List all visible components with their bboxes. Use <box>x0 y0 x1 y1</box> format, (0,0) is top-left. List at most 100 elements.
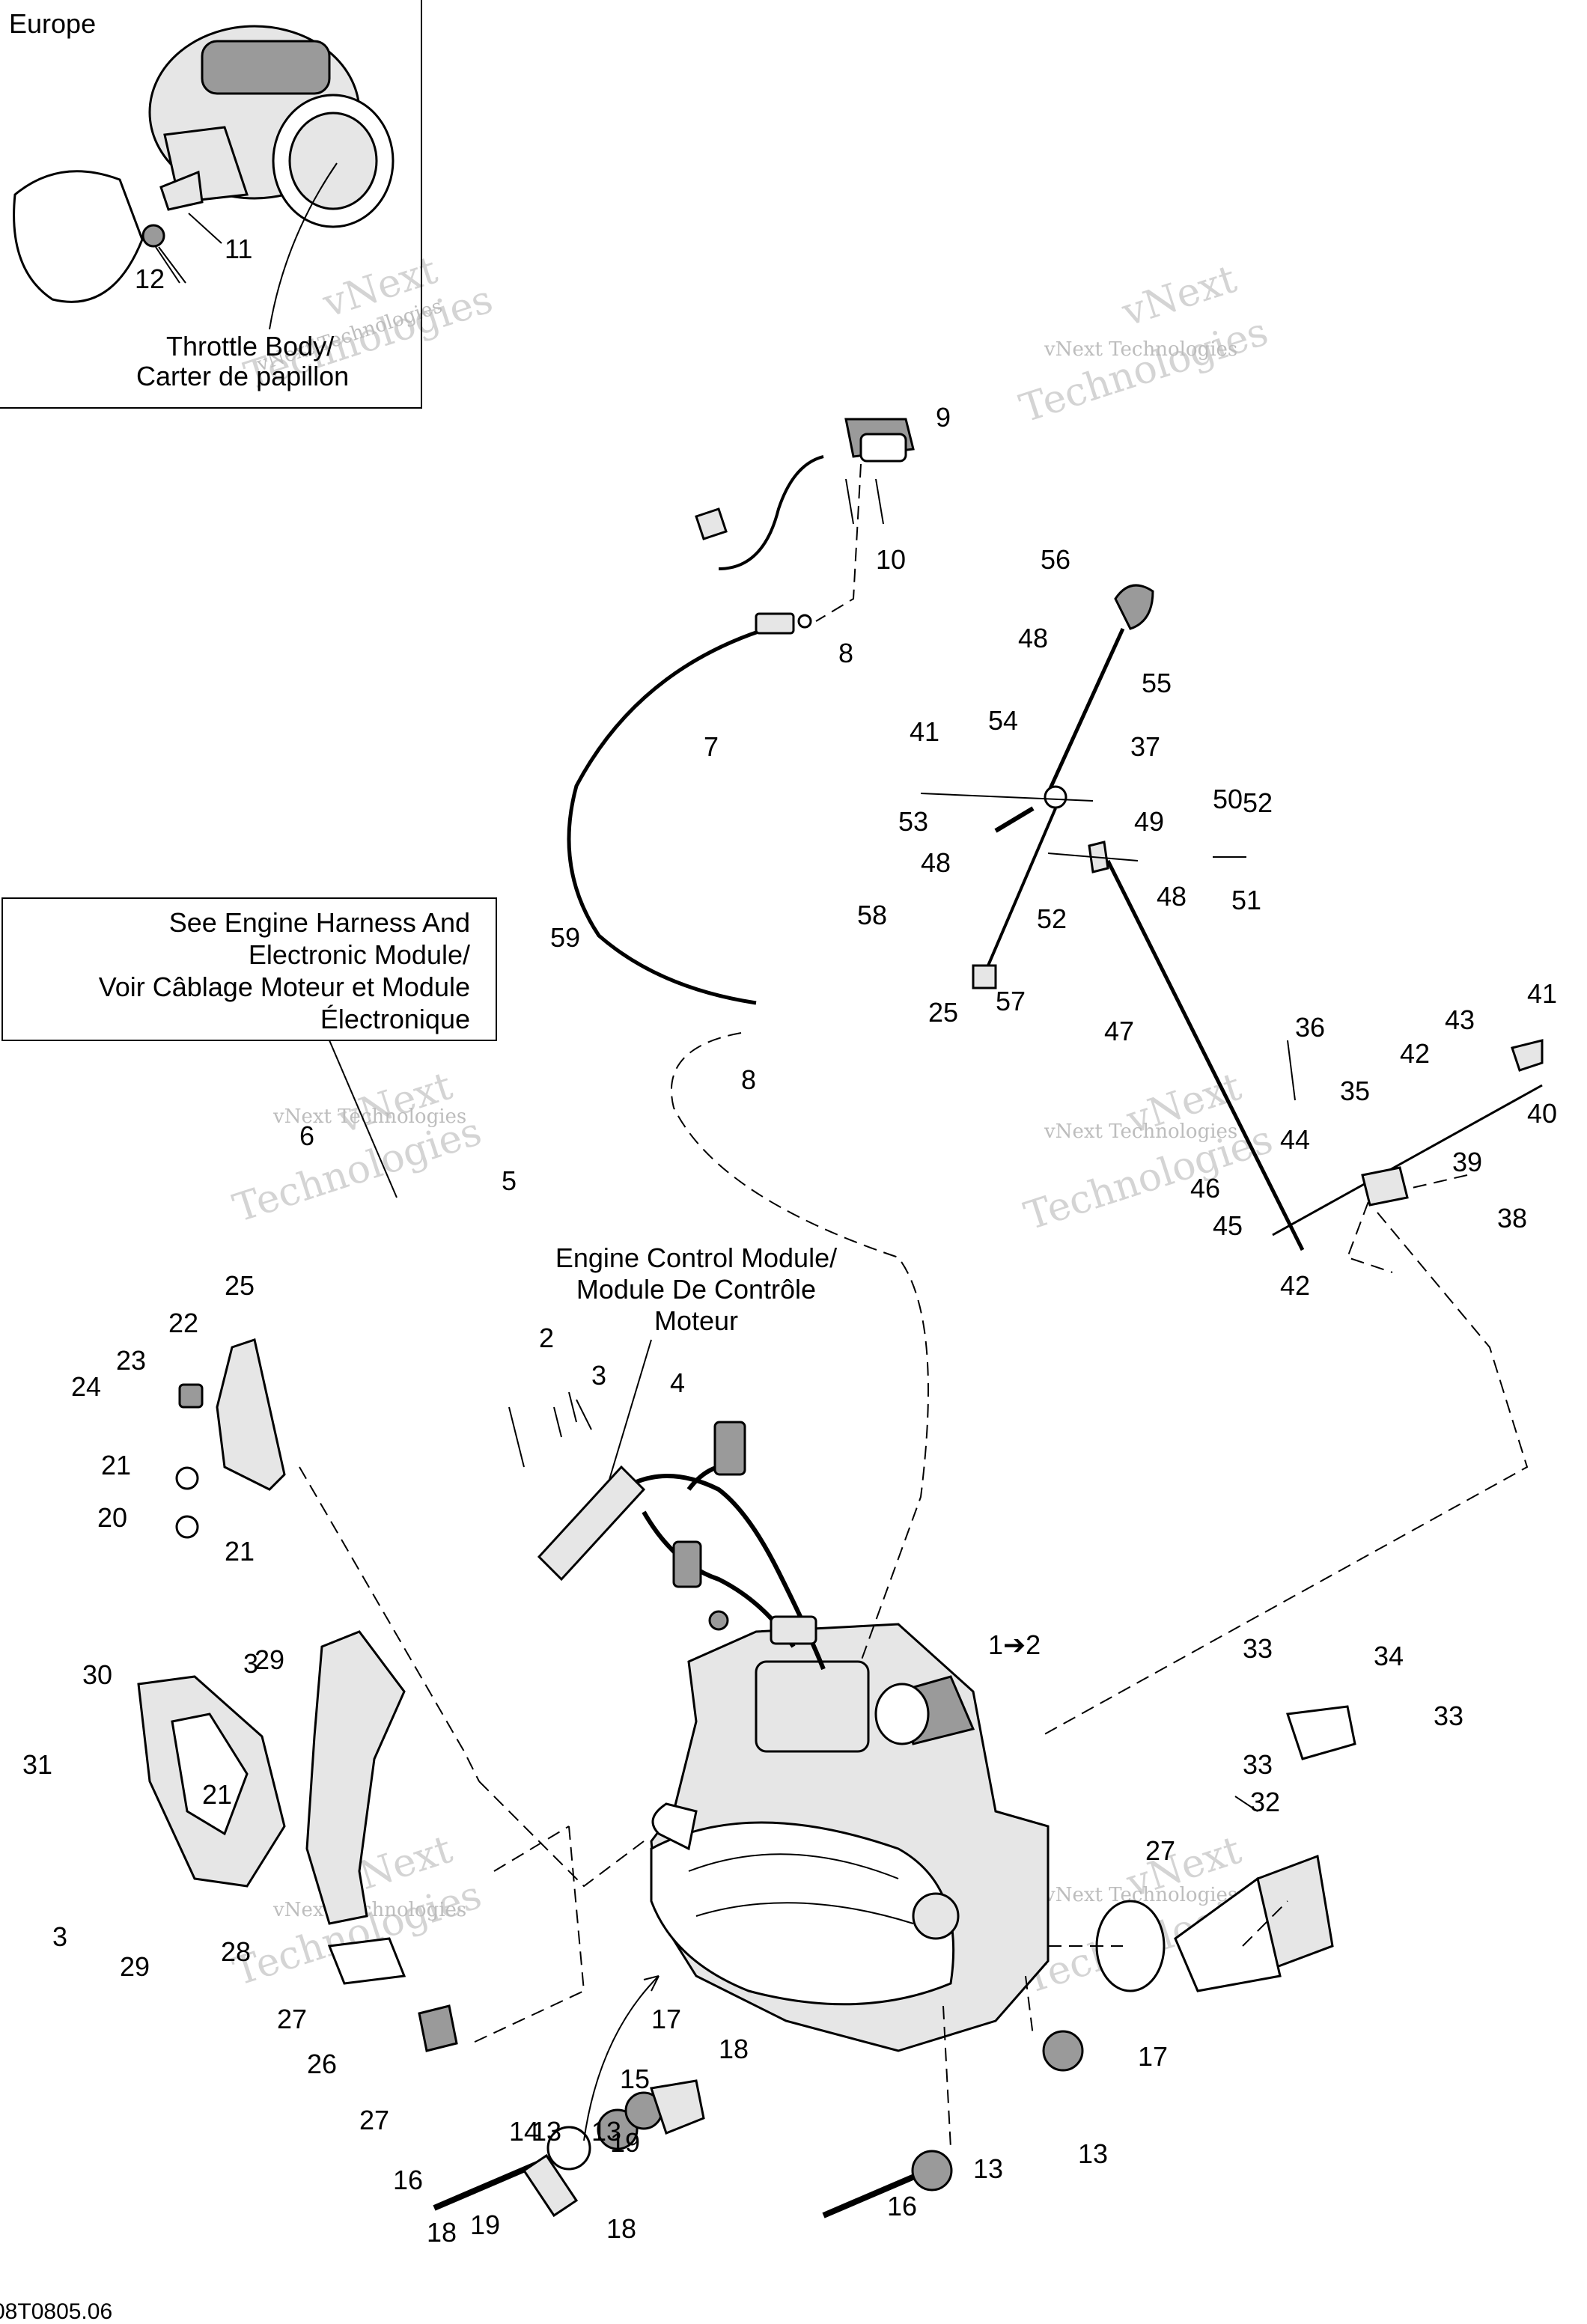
part-label: 3 <box>591 1360 606 1391</box>
right-parts <box>1048 1705 1356 1992</box>
part-label: 26 <box>307 2049 337 2079</box>
part-label: 14 <box>509 2116 539 2147</box>
part-label: 42 <box>1280 1270 1310 1301</box>
part-label: 11 <box>225 234 252 264</box>
part-label: 46 <box>1190 1173 1220 1204</box>
part-label: 1➔2 <box>988 1629 1041 1660</box>
ecm-harness <box>508 1391 826 1671</box>
part-label: 27 <box>359 2105 389 2135</box>
part-label: 6 <box>299 1120 314 1151</box>
part-label: 16 <box>393 2165 423 2195</box>
part-label: 2 <box>539 1323 554 1353</box>
part-label: 7 <box>704 731 719 762</box>
part-label: 27 <box>1145 1835 1175 1866</box>
part-label: 21 <box>225 1536 255 1567</box>
part-label: 13 <box>531 2116 561 2147</box>
part-label: 4 <box>670 1367 685 1398</box>
shift-lever <box>920 584 1544 1737</box>
throttle-body-caption-line2: Carter de papillon <box>136 361 349 391</box>
part-label: 25 <box>225 1270 255 1301</box>
part-label: 58 <box>857 900 887 930</box>
part-label: 5 <box>502 1165 517 1196</box>
harness-note-line2: Electronic Module/ <box>249 939 470 970</box>
part-label: 31 <box>22 1749 52 1780</box>
part-label: 15 <box>620 2064 650 2094</box>
part-label: 28 <box>221 1936 251 1967</box>
part-label: 41 <box>910 716 939 747</box>
part-label: 36 <box>1295 1012 1325 1043</box>
part-label: 18 <box>719 2034 749 2064</box>
part-label: 48 <box>921 847 951 878</box>
part-label: 33 <box>1434 1701 1463 1731</box>
part-label: 25 <box>928 997 958 1028</box>
part-label: 9 <box>936 402 951 433</box>
watermark-text-1: vNext Technologies <box>1044 338 1237 361</box>
part-label: 54 <box>988 705 1018 736</box>
part-label: 34 <box>1374 1641 1404 1671</box>
part-label: 29 <box>255 1644 284 1675</box>
part-label: 3 <box>243 1648 258 1679</box>
part-label: 21 <box>101 1450 131 1480</box>
engine-assembly <box>650 1623 1050 2052</box>
engine-mounts <box>433 1975 1084 2218</box>
part-label: 18 <box>606 2213 636 2244</box>
part-label: 48 <box>1018 623 1048 653</box>
part-label: 13 <box>591 2116 621 2147</box>
part-label: 41 <box>1527 978 1557 1009</box>
watermark-text-2: vNext Technologies <box>272 1105 466 1128</box>
part-label: 33 <box>1243 1633 1273 1664</box>
part-label: 44 <box>1280 1124 1310 1155</box>
part-label: 20 <box>97 1502 127 1533</box>
harness-note-line4: Électronique <box>320 1004 470 1034</box>
part-label: 42 <box>1400 1038 1430 1069</box>
part-label: 57 <box>996 986 1026 1016</box>
part-label: 8 <box>741 1064 756 1095</box>
part-label: 45 <box>1213 1210 1243 1241</box>
ecm-caption-line2: Module De Contrôle <box>576 1274 816 1305</box>
part-label: 18 <box>427 2217 457 2248</box>
part-label: 3 <box>52 1921 67 1952</box>
part-label: 16 <box>887 2191 917 2221</box>
throttle-body-caption-line1: Throttle Body/ <box>166 331 334 362</box>
part-label: 10 <box>876 544 906 575</box>
part-label: 33 <box>1243 1749 1273 1780</box>
part-label: 17 <box>651 2004 681 2034</box>
part-label: 40 <box>1527 1098 1557 1129</box>
europe-title: Europe <box>9 8 96 39</box>
harness-note: See Engine Harness And Electronic Module… <box>1 897 497 1198</box>
part-label: 52 <box>1243 787 1273 818</box>
part-label: 55 <box>1142 668 1172 698</box>
part-label: 29 <box>120 1951 150 1982</box>
part-label: 19 <box>610 2127 640 2158</box>
part-label: 47 <box>1104 1016 1134 1046</box>
part-label: 27 <box>277 2004 307 2034</box>
part-label: 52 <box>1037 903 1067 934</box>
europe-inset: Europe Throttle Body/ Carter de papillon <box>0 0 422 409</box>
part-label: 53 <box>898 806 928 837</box>
figure-code: 08T0805.06 <box>0 2299 112 2324</box>
part-label: 19 <box>470 2209 500 2240</box>
watermark-text-4: vNext Technologies <box>272 1899 466 1921</box>
part-label: 13 <box>1078 2138 1108 2169</box>
part-label: 38 <box>1497 1203 1527 1233</box>
part-label: 32 <box>1250 1787 1280 1817</box>
part-label: 12 <box>135 263 165 294</box>
ecm-caption-line3: Moteur <box>654 1305 738 1336</box>
part-labels: 1➔22333567889101112131313131415161617171… <box>22 234 1557 2248</box>
throttle-cable <box>567 418 929 1662</box>
harness-note-line3: Voir Câblage Moteur et Module <box>99 972 470 1002</box>
part-label: 21 <box>202 1779 232 1810</box>
part-label: 59 <box>550 922 580 953</box>
part-label: 35 <box>1340 1076 1370 1106</box>
part-label: 17 <box>1138 2041 1168 2072</box>
part-label: 56 <box>1041 544 1070 575</box>
part-label: 8 <box>838 638 853 668</box>
part-label: 23 <box>116 1345 146 1376</box>
part-label: 39 <box>1452 1147 1482 1177</box>
part-label: 37 <box>1130 731 1160 762</box>
watermark-text-3: vNext Technologies <box>1044 1120 1237 1143</box>
part-label: 48 <box>1157 881 1187 912</box>
part-label: 49 <box>1134 806 1164 837</box>
part-label: 51 <box>1231 885 1261 915</box>
